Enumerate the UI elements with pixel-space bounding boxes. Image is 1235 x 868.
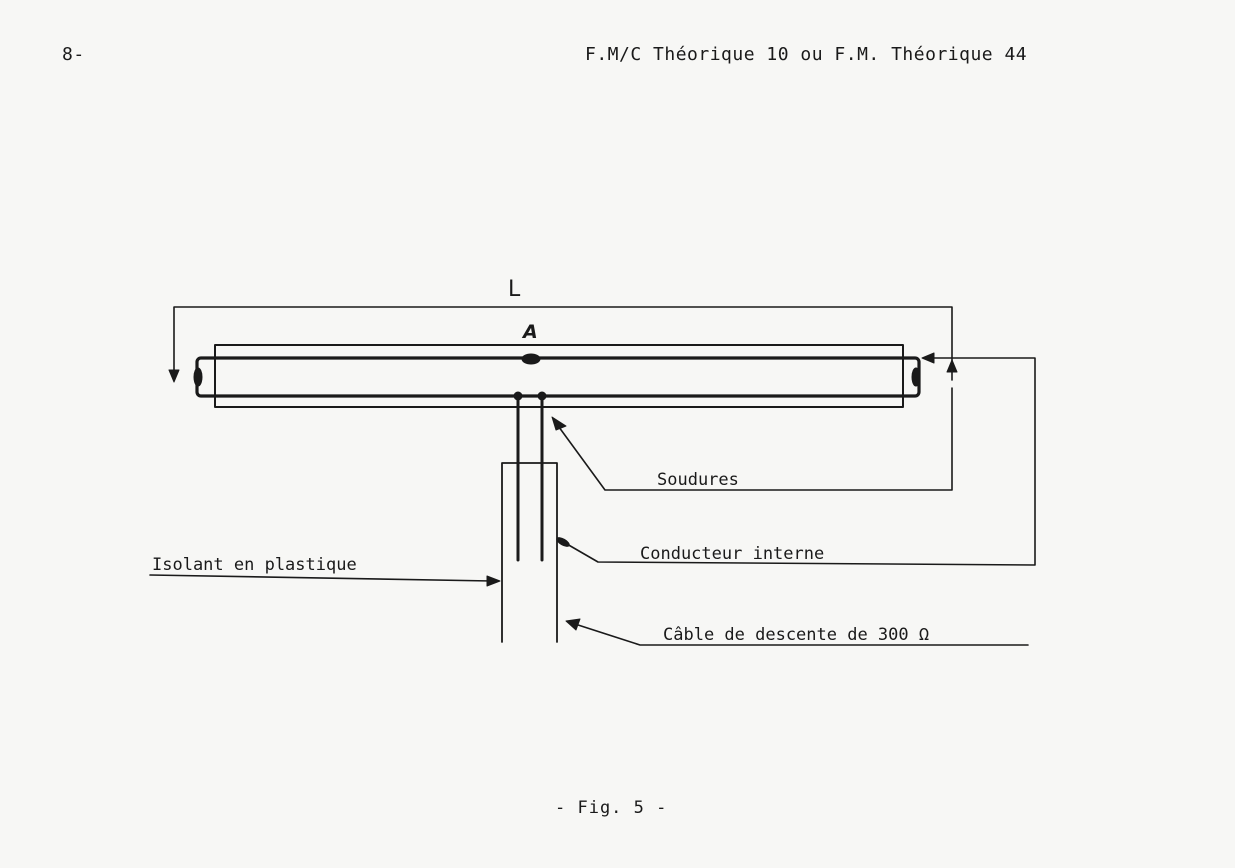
isolant-label: Isolant en plastique <box>152 555 357 575</box>
conducteur-arrow <box>556 537 570 547</box>
cable-label: Câble de descente de 300 Ω <box>663 625 929 645</box>
length-label: L <box>508 277 521 302</box>
folded-conductor <box>195 356 921 398</box>
soudures-arrow <box>551 416 567 431</box>
point-a-marker <box>521 353 541 365</box>
cable-leader <box>574 623 1029 646</box>
soudures-leader <box>555 387 953 491</box>
cable-sheath <box>501 462 558 643</box>
point-a-label: A <box>521 321 538 343</box>
solder-point-left <box>513 391 523 401</box>
length-left-arrow <box>168 369 180 383</box>
conducteur-label: Conducteur interne <box>640 544 824 564</box>
dipole-outer-frame <box>214 344 904 408</box>
page-number: 8- <box>62 44 85 65</box>
conducteur-end-arrow <box>921 352 935 364</box>
isolant-leader <box>149 574 493 582</box>
figure-caption: - Fig. 5 - <box>555 798 668 818</box>
isolant-arrow <box>486 575 501 587</box>
page-title: F.M/C Théorique 10 ou F.M. Théorique 44 <box>585 44 1028 65</box>
right-end-joint <box>911 367 921 387</box>
length-right-arrow <box>946 359 958 373</box>
length-dimension-line <box>173 306 953 381</box>
solder-point-right <box>537 391 547 401</box>
cable-arrow <box>565 618 581 631</box>
soudures-label: Soudures <box>657 470 739 490</box>
conducteur-leader <box>559 357 1036 566</box>
left-end-joint <box>193 367 203 387</box>
